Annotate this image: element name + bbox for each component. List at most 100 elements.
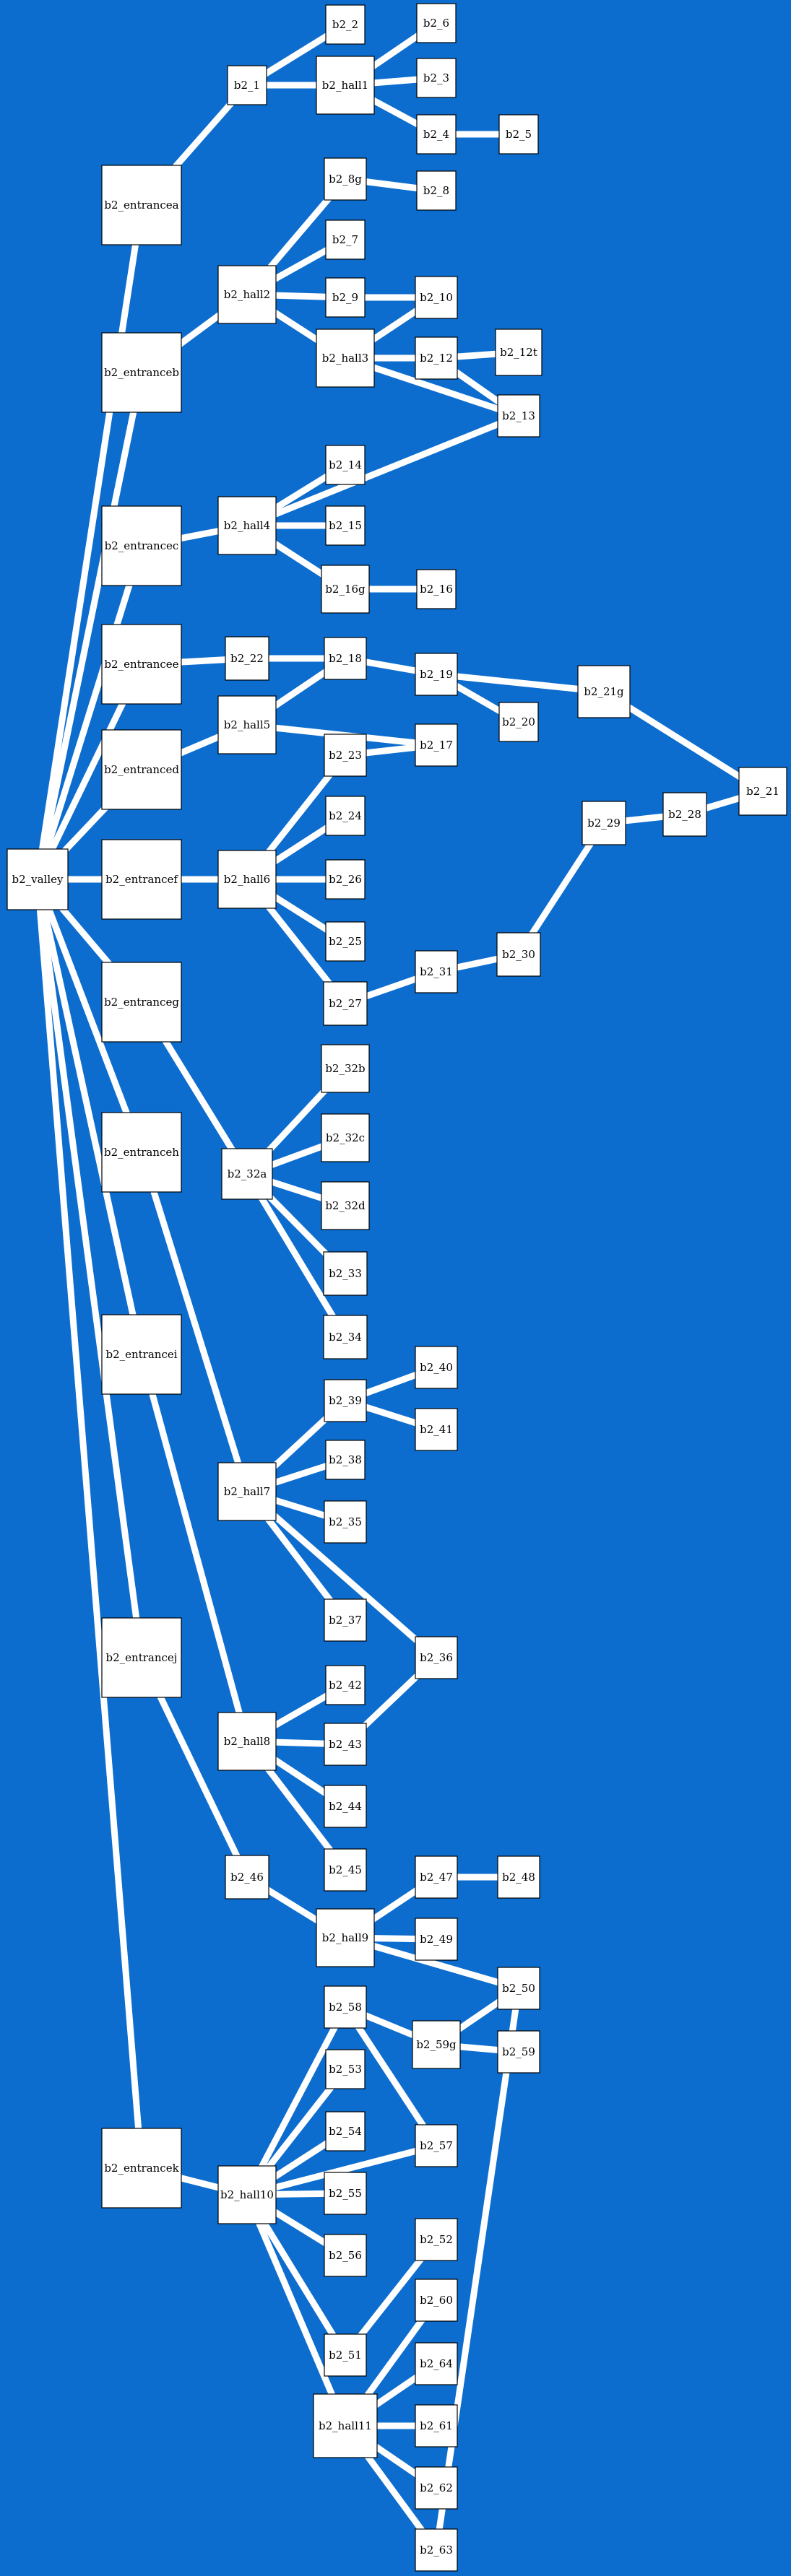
node-b2_29[interactable]: b2_29 <box>582 801 626 845</box>
node-b2_33[interactable]: b2_33 <box>323 1251 368 1296</box>
node-b2_hall3[interactable]: b2_hall3 <box>316 328 375 388</box>
node-b2_48[interactable]: b2_48 <box>497 1855 540 1899</box>
node-b2_hall10[interactable]: b2_hall10 <box>217 2165 277 2224</box>
node-b2_1[interactable]: b2_1 <box>227 65 267 105</box>
node-b2_9[interactable]: b2_9 <box>325 277 366 318</box>
node-b2_58[interactable]: b2_58 <box>324 1985 367 2029</box>
node-b2_13[interactable]: b2_13 <box>497 394 540 438</box>
node-b2_35[interactable]: b2_35 <box>324 1500 367 1544</box>
node-b2_59g[interactable]: b2_59g <box>412 2020 461 2069</box>
node-b2_entranced[interactable]: b2_entranced <box>101 729 182 810</box>
node-b2_23[interactable]: b2_23 <box>324 734 367 777</box>
node-b2_44[interactable]: b2_44 <box>324 1785 367 1828</box>
node-label: b2_hall11 <box>319 2419 372 2432</box>
node-b2_38[interactable]: b2_38 <box>325 1440 366 1480</box>
node-b2_19[interactable]: b2_19 <box>415 653 458 696</box>
node-b2_63[interactable]: b2_63 <box>415 2528 458 2572</box>
node-label: b2_entrancei <box>105 1348 177 1361</box>
node-b2_6[interactable]: b2_6 <box>416 3 457 43</box>
node-b2_hall4[interactable]: b2_hall4 <box>217 496 277 555</box>
node-b2_43[interactable]: b2_43 <box>324 1723 367 1766</box>
node-b2_entrancee[interactable]: b2_entrancee <box>101 624 182 705</box>
node-b2_3[interactable]: b2_3 <box>416 58 457 98</box>
node-b2_entrancei[interactable]: b2_entrancei <box>101 1314 182 1395</box>
node-b2_47[interactable]: b2_47 <box>415 1855 458 1899</box>
node-b2_56[interactable]: b2_56 <box>324 2234 367 2277</box>
node-b2_30[interactable]: b2_30 <box>496 932 541 977</box>
node-b2_14[interactable]: b2_14 <box>325 445 366 485</box>
node-b2_51[interactable]: b2_51 <box>324 2333 367 2377</box>
node-b2_45[interactable]: b2_45 <box>324 1848 367 1892</box>
node-b2_42[interactable]: b2_42 <box>325 1665 366 1705</box>
node-b2_46[interactable]: b2_46 <box>225 1855 269 1900</box>
node-b2_entrancea[interactable]: b2_entrancea <box>101 165 182 245</box>
node-b2_36[interactable]: b2_36 <box>415 1636 458 1679</box>
node-b2_8g[interactable]: b2_8g <box>324 157 367 201</box>
node-b2_17[interactable]: b2_17 <box>415 723 458 767</box>
node-b2_27[interactable]: b2_27 <box>323 981 368 1026</box>
node-b2_37[interactable]: b2_37 <box>324 1598 367 1642</box>
node-b2_valley[interactable]: b2_valley <box>7 848 69 910</box>
node-b2_32a[interactable]: b2_32a <box>221 1148 273 1200</box>
node-b2_28[interactable]: b2_28 <box>662 792 707 837</box>
node-b2_hall2[interactable]: b2_hall2 <box>217 265 277 324</box>
node-b2_entranceb[interactable]: b2_entranceb <box>101 332 182 413</box>
node-b2_21[interactable]: b2_21 <box>738 767 787 816</box>
node-b2_26[interactable]: b2_26 <box>325 859 366 900</box>
node-b2_entranceh[interactable]: b2_entranceh <box>101 1112 182 1193</box>
node-b2_22[interactable]: b2_22 <box>225 636 269 681</box>
node-b2_34[interactable]: b2_34 <box>323 1315 368 1359</box>
node-b2_32d[interactable]: b2_32d <box>321 1181 370 1230</box>
node-b2_entrancec[interactable]: b2_entrancec <box>101 505 182 586</box>
node-b2_hall8[interactable]: b2_hall8 <box>217 1712 277 1771</box>
node-b2_62[interactable]: b2_62 <box>415 2466 458 2510</box>
node-b2_59[interactable]: b2_59 <box>497 2030 540 2074</box>
node-b2_hall11[interactable]: b2_hall11 <box>313 2393 378 2458</box>
node-b2_39[interactable]: b2_39 <box>324 1379 367 1422</box>
node-b2_20[interactable]: b2_20 <box>498 702 539 742</box>
node-b2_5[interactable]: b2_5 <box>498 114 539 155</box>
node-label: b2_valley <box>12 873 64 886</box>
node-b2_7[interactable]: b2_7 <box>325 219 366 260</box>
node-b2_21g[interactable]: b2_21g <box>577 665 631 718</box>
node-b2_50[interactable]: b2_50 <box>497 1967 540 2010</box>
node-b2_2[interactable]: b2_2 <box>325 4 366 45</box>
node-b2_hall6[interactable]: b2_hall6 <box>217 850 277 909</box>
node-b2_32c[interactable]: b2_32c <box>321 1113 370 1162</box>
node-b2_64[interactable]: b2_64 <box>415 2342 458 2385</box>
node-b2_40[interactable]: b2_40 <box>415 1346 458 1389</box>
node-b2_55[interactable]: b2_55 <box>324 2172 367 2215</box>
node-b2_25[interactable]: b2_25 <box>325 921 366 962</box>
node-b2_entrancef[interactable]: b2_entrancef <box>101 839 182 920</box>
node-b2_53[interactable]: b2_53 <box>325 2049 366 2089</box>
node-b2_8[interactable]: b2_8 <box>416 170 457 211</box>
node-b2_16[interactable]: b2_16 <box>416 569 457 609</box>
node-b2_hall9[interactable]: b2_hall9 <box>316 1908 375 1967</box>
node-b2_15[interactable]: b2_15 <box>325 505 366 546</box>
node-b2_18[interactable]: b2_18 <box>324 637 367 680</box>
node-b2_hall1[interactable]: b2_hall1 <box>316 56 375 115</box>
node-box <box>221 1148 273 1200</box>
node-b2_31[interactable]: b2_31 <box>415 950 458 993</box>
node-b2_entranceg[interactable]: b2_entranceg <box>101 962 182 1043</box>
node-b2_10[interactable]: b2_10 <box>415 276 458 319</box>
node-b2_57[interactable]: b2_57 <box>415 2124 458 2167</box>
node-b2_hall7[interactable]: b2_hall7 <box>217 1462 277 1521</box>
node-b2_16g[interactable]: b2_16g <box>321 565 370 614</box>
node-b2_60[interactable]: b2_60 <box>415 2279 458 2322</box>
node-b2_12[interactable]: b2_12 <box>415 336 458 380</box>
node-b2_12t[interactable]: b2_12t <box>495 328 543 376</box>
node-b2_52[interactable]: b2_52 <box>415 2218 458 2261</box>
node-b2_61[interactable]: b2_61 <box>415 2404 458 2447</box>
node-b2_24[interactable]: b2_24 <box>325 796 366 836</box>
node-b2_hall5[interactable]: b2_hall5 <box>217 695 277 754</box>
node-b2_entrancej[interactable]: b2_entrancej <box>101 1617 182 1698</box>
node-b2_4[interactable]: b2_4 <box>416 114 457 155</box>
node-label: b2_21 <box>746 785 779 798</box>
node-b2_41[interactable]: b2_41 <box>415 1408 458 1451</box>
node-b2_32b[interactable]: b2_32b <box>321 1044 370 1093</box>
node-box <box>415 336 458 380</box>
node-b2_54[interactable]: b2_54 <box>325 2111 366 2151</box>
node-b2_entrancek[interactable]: b2_entrancek <box>101 2128 182 2209</box>
node-b2_49[interactable]: b2_49 <box>415 1918 458 1961</box>
